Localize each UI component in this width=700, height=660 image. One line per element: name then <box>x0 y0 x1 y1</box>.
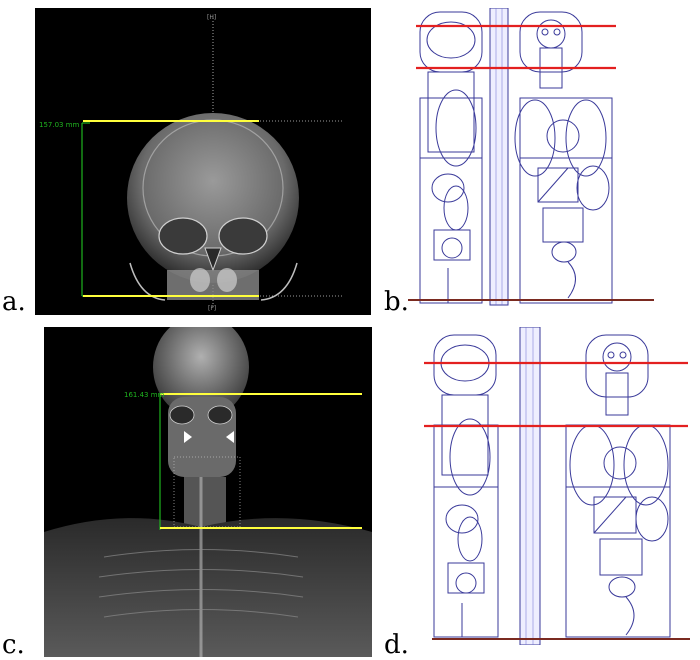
phantom-diagram-d <box>420 327 690 645</box>
phantom-panel-b <box>408 8 668 308</box>
phantom-diagram-b <box>408 8 668 308</box>
measurement-label-a: 157.03 mm <box>39 121 79 129</box>
panel-label-d: d. <box>384 632 409 658</box>
panel-label-b: b. <box>384 289 409 315</box>
panel-label-a: a. <box>2 289 26 315</box>
phantom-panel-d <box>420 327 690 645</box>
head-chest-radiograph <box>44 327 372 657</box>
skull-radiograph <box>35 8 371 315</box>
panel-label-c: c. <box>2 632 25 658</box>
xray-panel-c: 161.43 mm <box>44 327 372 657</box>
measurement-label-c: 161.43 mm <box>124 391 164 399</box>
xray-panel-a: 157.03 mm [H] [F] <box>35 8 371 315</box>
head-tag-a: [H] <box>207 14 216 21</box>
foot-tag-a: [F] <box>208 305 216 312</box>
